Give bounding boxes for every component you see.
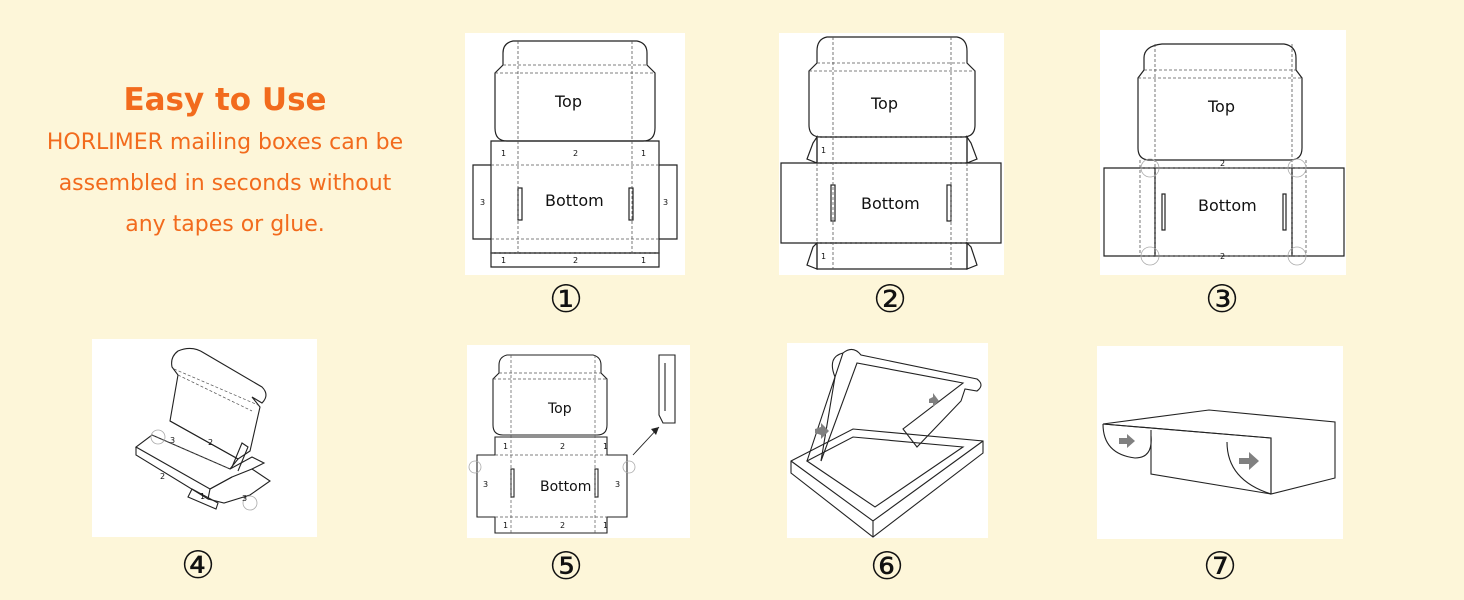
flap-label: 3	[663, 198, 668, 207]
step-number-5: ⑤	[548, 544, 584, 588]
step-number-7: ⑦	[1202, 544, 1238, 588]
top-label: Top	[554, 92, 582, 111]
bottom-label: Bottom	[540, 479, 591, 495]
intro-description: HORLIMER mailing boxes can be assembled …	[18, 122, 432, 245]
top-label: Top	[547, 401, 572, 417]
step-number-4: ④	[180, 543, 216, 587]
top-label: Top	[1207, 97, 1235, 116]
panel-step-5: Top Bottom 1 2 1 3 3 1 2 1	[467, 345, 690, 538]
flap-label: 3	[615, 480, 620, 489]
flat-dieline-diagram: Top Bottom 1 2 1 3 3 1 2 1	[468, 354, 676, 534]
flap-label: 1	[821, 252, 826, 261]
flap-label: 3	[483, 480, 488, 489]
flap-label: 1	[503, 442, 508, 451]
flap-label: 1	[501, 149, 506, 158]
step-number-2: ②	[872, 277, 908, 321]
flap-label: 1	[603, 521, 608, 530]
flap-label: 2	[160, 472, 165, 481]
panel-step-4: 3 2 2 1 3	[92, 339, 317, 537]
flap-label: 1	[200, 492, 205, 501]
flap-label: 1	[821, 146, 826, 155]
flap-label: 2	[1220, 159, 1225, 168]
flap-label: 2	[573, 256, 578, 265]
bottom-label: Bottom	[545, 191, 604, 210]
flap-label: 1	[503, 521, 508, 530]
bottom-label: Bottom	[1198, 196, 1257, 215]
flap-label: 2	[573, 149, 578, 158]
step-number-1: ①	[548, 277, 584, 321]
panel-step-2: Top Bottom 1 1	[779, 33, 1004, 275]
flap-label: 1	[641, 256, 646, 265]
bottom-label: Bottom	[861, 194, 920, 213]
flat-dieline-diagram: Top Bottom 1 1	[780, 36, 1002, 270]
intro-title: Easy to Use	[123, 82, 327, 118]
intro-block: Easy to Use HORLIMER mailing boxes can b…	[18, 80, 432, 245]
flap-label: 2	[208, 438, 213, 447]
intro-line-2: assembled in seconds without	[58, 171, 392, 196]
top-label: Top	[870, 94, 898, 113]
flat-dieline-diagram: Top Bottom 2 2	[1103, 43, 1345, 266]
flap-label: 2	[560, 521, 565, 530]
flap-label: 1	[603, 442, 608, 451]
flap-label: 3	[170, 436, 175, 445]
open-box-diagram	[790, 348, 984, 538]
flap-label: 1	[641, 149, 646, 158]
flap-label: 2	[560, 442, 565, 451]
panel-step-7	[1097, 346, 1343, 539]
closed-box-diagram	[1102, 409, 1336, 495]
panel-step-1: Top Bottom 1 2 1 3 3 1 2 1	[465, 33, 685, 275]
flat-dieline-diagram: Top Bottom 1 2 1 3 3 1 2 1	[472, 40, 678, 268]
step-number-3: ③	[1204, 277, 1240, 321]
flap-label: 3	[480, 198, 485, 207]
flap-label: 3	[242, 494, 247, 503]
panel-step-3: Top Bottom 2 2	[1100, 30, 1346, 275]
panel-step-6	[787, 343, 988, 538]
flap-label: 1	[501, 256, 506, 265]
folding-diagram: 3 2 2 1 3	[134, 347, 271, 511]
intro-line-1: HORLIMER mailing boxes can be	[46, 130, 404, 155]
flap-label: 2	[1220, 252, 1225, 261]
step-number-6: ⑥	[869, 544, 905, 588]
intro-line-3: any tapes or glue.	[125, 212, 325, 237]
